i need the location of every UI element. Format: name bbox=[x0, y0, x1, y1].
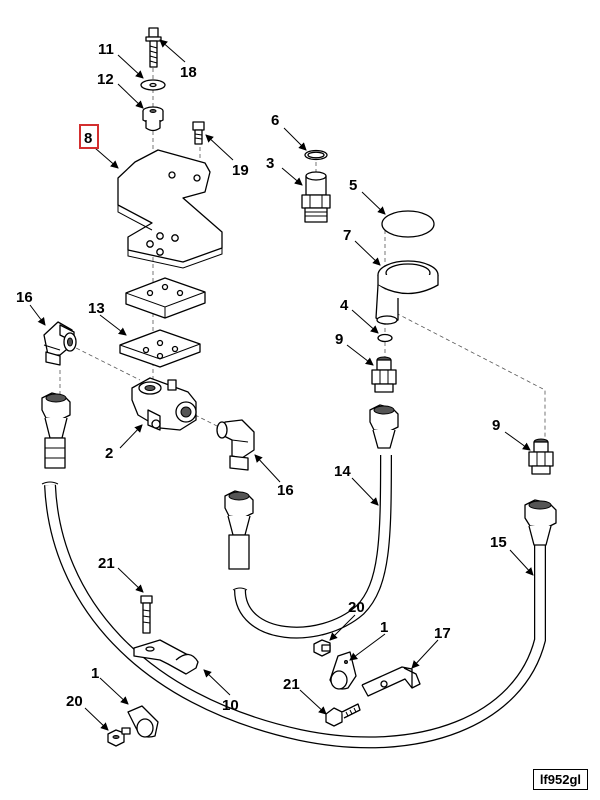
nut-20-upper bbox=[313, 639, 331, 657]
callout-12: 12 bbox=[97, 71, 114, 88]
bolt-21-upper bbox=[140, 595, 153, 634]
callout-10: 10 bbox=[222, 697, 239, 714]
callout-8: 8 bbox=[84, 130, 92, 147]
callout-3: 3 bbox=[266, 155, 274, 172]
callout-15: 15 bbox=[490, 534, 507, 551]
hose-left bbox=[41, 481, 546, 749]
hose-14 bbox=[232, 454, 392, 639]
callout-6: 6 bbox=[271, 112, 279, 129]
o-ring-4 bbox=[377, 333, 393, 343]
callout-labels: 11 18 12 8 19 6 3 5 7 4 9 9 16 13 2 16 1… bbox=[16, 41, 507, 714]
elbow-fitting-16-right bbox=[216, 419, 255, 471]
fitting-3 bbox=[301, 171, 331, 223]
hose-fitting-middle bbox=[224, 490, 254, 570]
highlight-box-8 bbox=[79, 124, 99, 149]
bolt-21-lower bbox=[325, 703, 361, 727]
bolt-18 bbox=[145, 27, 162, 68]
callout-7: 7 bbox=[343, 227, 351, 244]
o-ring-6 bbox=[304, 149, 328, 161]
callout-leaders bbox=[29, 39, 534, 731]
callout-5: 5 bbox=[349, 177, 357, 194]
callout-20-upper: 20 bbox=[348, 599, 365, 616]
callout-9-upper: 9 bbox=[335, 331, 343, 348]
hose-fitting-15-top bbox=[524, 499, 557, 546]
filter-head-2 bbox=[131, 377, 197, 431]
elbow-fitting-16-left bbox=[43, 321, 77, 366]
screw-19 bbox=[192, 121, 205, 145]
spacer-12 bbox=[142, 106, 164, 132]
plate-upper bbox=[125, 277, 206, 319]
callout-4: 4 bbox=[340, 297, 349, 314]
clamp-1-lower bbox=[127, 705, 159, 738]
adapter-9-upper bbox=[371, 356, 397, 393]
nut-20-lower bbox=[107, 727, 131, 747]
callout-2: 2 bbox=[105, 445, 113, 462]
callout-14: 14 bbox=[334, 463, 351, 480]
callout-21-upper: 21 bbox=[98, 555, 115, 572]
hose-fitting-left bbox=[41, 392, 71, 469]
strap-bracket-17 bbox=[361, 666, 421, 697]
hose-fitting-14-top bbox=[369, 404, 399, 449]
adapter-9-lower bbox=[528, 438, 554, 475]
mounting-bracket-8 bbox=[117, 149, 223, 269]
clamp-1-upper bbox=[329, 651, 357, 690]
figure-id-label: lf952gl bbox=[532, 769, 588, 790]
callout-16-right: 16 bbox=[277, 482, 294, 499]
callout-13: 13 bbox=[88, 300, 105, 317]
callout-1-lower: 1 bbox=[91, 665, 99, 682]
callout-18: 18 bbox=[180, 64, 197, 81]
clamp-bracket-10 bbox=[133, 639, 199, 675]
callout-20-lower: 20 bbox=[66, 693, 83, 710]
housing-7 bbox=[375, 260, 439, 325]
callout-1-upper: 1 bbox=[380, 619, 388, 636]
gasket-13 bbox=[119, 329, 201, 368]
callout-16-left: 16 bbox=[16, 289, 33, 306]
callout-9-lower: 9 bbox=[492, 417, 500, 434]
callout-19: 19 bbox=[232, 162, 249, 179]
callout-17: 17 bbox=[434, 625, 451, 642]
callout-21-lower: 21 bbox=[283, 676, 300, 693]
washer-11 bbox=[140, 79, 166, 91]
callout-11: 11 bbox=[98, 41, 114, 58]
gasket-5 bbox=[381, 210, 435, 238]
